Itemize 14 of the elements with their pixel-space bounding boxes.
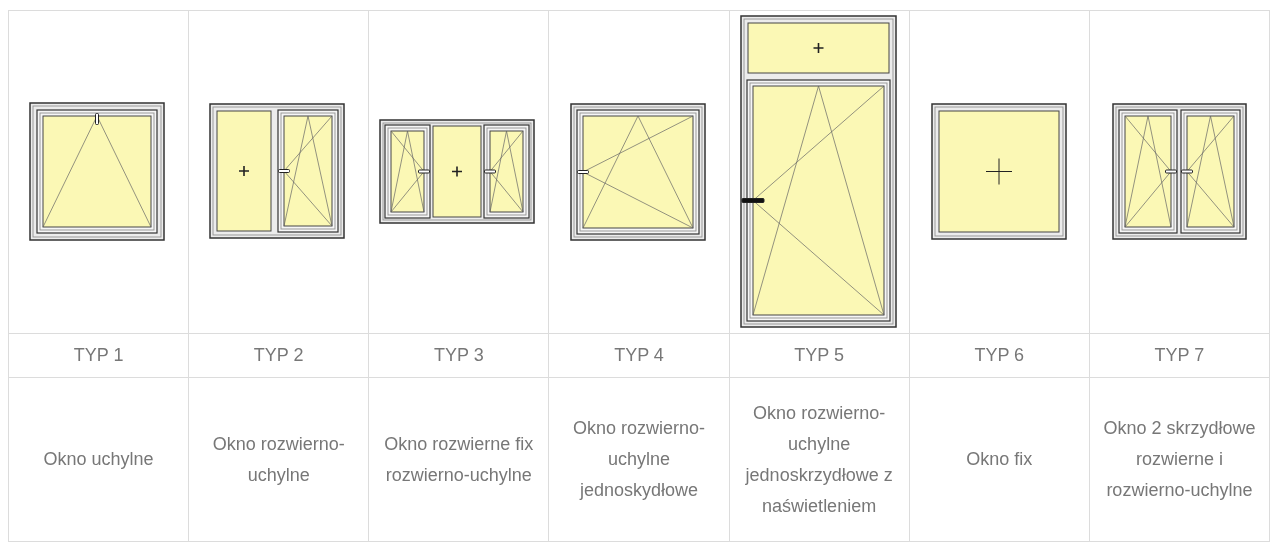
window-type-label: TYP 6: [909, 333, 1090, 378]
window-description: Okno rozwierne fix rozwierno-uchylne: [384, 433, 534, 485]
window-type-label: TYP 4: [548, 333, 730, 378]
window-type-label: TYP 5: [729, 333, 910, 378]
window-type-label: TYP 1: [8, 333, 189, 378]
window-description: Okno fix: [966, 449, 1033, 469]
window-type-label: TYP 3: [368, 333, 549, 378]
window-description: Okno uchylne: [43, 449, 154, 469]
window-description: Okno rozwierno-uchylne: [212, 433, 345, 485]
window-type-label: TYP 2: [188, 333, 369, 378]
window-description: Okno rozwierno-uchylne jednoskydłowe: [572, 418, 705, 500]
window-description: Okno rozwierno-uchylne jednoskrzydłowe z naświetleniem: [745, 402, 893, 516]
window-type-label: TYP 7: [1089, 333, 1270, 378]
window-description: Okno 2 skrzydłowe rozwierne i rozwierno-uchylne: [1103, 418, 1256, 500]
